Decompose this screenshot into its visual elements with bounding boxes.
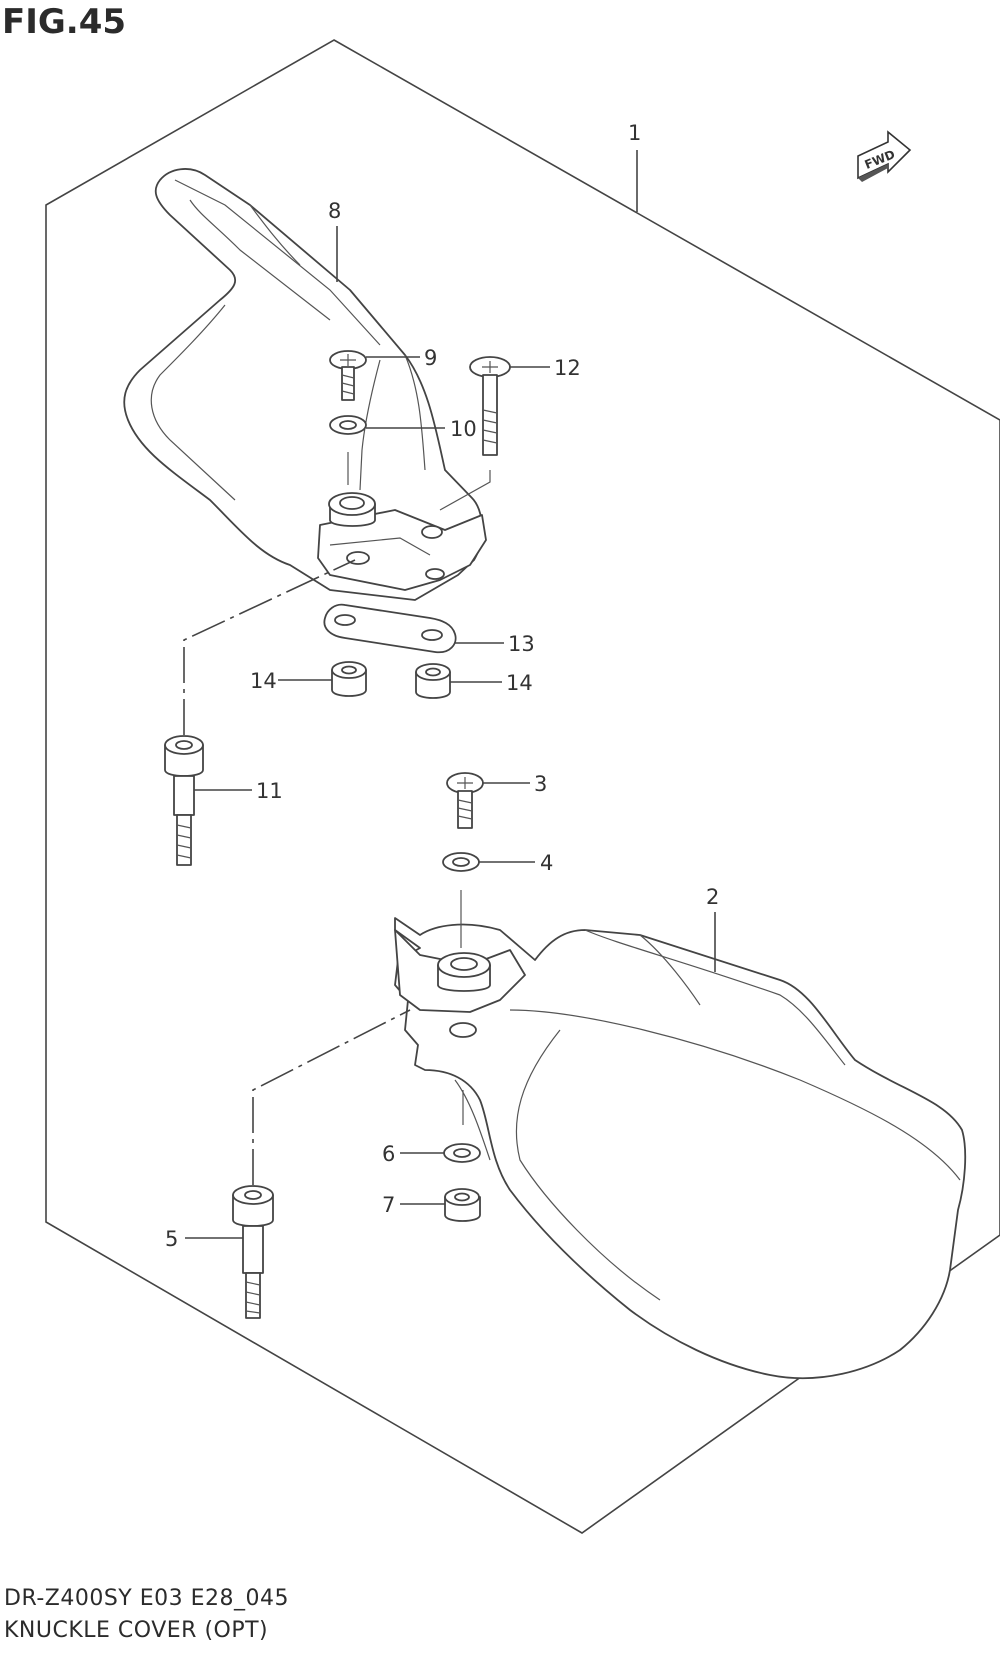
callout-1: 1	[628, 121, 641, 212]
callout-5: 5	[165, 1227, 243, 1251]
section-caption: KNUCKLE COVER (OPT)	[4, 1618, 269, 1643]
callout-14-left: 14	[250, 669, 332, 693]
figure-title: FIG.45	[2, 2, 127, 42]
nut-14-left	[331, 661, 367, 697]
svg-text:6: 6	[382, 1142, 395, 1166]
callout-11: 11	[194, 779, 283, 803]
callout-3: 3	[483, 772, 547, 796]
callout-12: 12	[510, 356, 581, 380]
fwd-arrow-icon: FWD	[857, 130, 912, 182]
svg-text:12: 12	[554, 356, 581, 380]
svg-text:3: 3	[534, 772, 547, 796]
svg-text:11: 11	[256, 779, 283, 803]
svg-text:1: 1	[628, 121, 641, 145]
bolt-11	[164, 735, 204, 866]
callout-8: 8	[328, 199, 341, 282]
kit-boundary	[45, 39, 1000, 1534]
callout-13: 13	[455, 632, 535, 656]
callout-6: 6	[382, 1142, 444, 1166]
svg-text:8: 8	[328, 199, 341, 223]
screw-3	[446, 772, 484, 829]
assembly-line-11	[183, 559, 356, 735]
svg-text:14: 14	[250, 669, 277, 693]
nut-14-right	[415, 663, 451, 699]
assembly-line-5	[252, 1009, 411, 1185]
svg-text:13: 13	[508, 632, 535, 656]
svg-text:9: 9	[424, 346, 437, 370]
callout-10: 10	[366, 417, 477, 441]
svg-text:10: 10	[450, 417, 477, 441]
washer-4	[442, 852, 480, 872]
washer-10	[329, 415, 367, 435]
model-caption: DR-Z400SY E03 E28_045	[4, 1586, 290, 1611]
callout-7: 7	[382, 1193, 445, 1217]
screw-9	[329, 350, 367, 401]
screw-12	[469, 356, 511, 456]
callout-4: 4	[479, 851, 553, 875]
bolt-5	[232, 1185, 274, 1319]
nut-7	[444, 1188, 481, 1222]
svg-text:2: 2	[706, 885, 719, 909]
svg-text:14: 14	[506, 671, 533, 695]
callout-14-right: 14	[450, 671, 533, 695]
svg-text:7: 7	[382, 1193, 395, 1217]
callout-9: 9	[366, 346, 437, 370]
callout-2: 2	[706, 885, 719, 972]
plate-13	[323, 603, 457, 654]
upper-knuckle-cover	[123, 168, 487, 601]
washer-6	[443, 1143, 481, 1163]
svg-text:5: 5	[165, 1227, 178, 1251]
svg-text:4: 4	[540, 851, 553, 875]
lower-knuckle-cover	[394, 917, 967, 1380]
